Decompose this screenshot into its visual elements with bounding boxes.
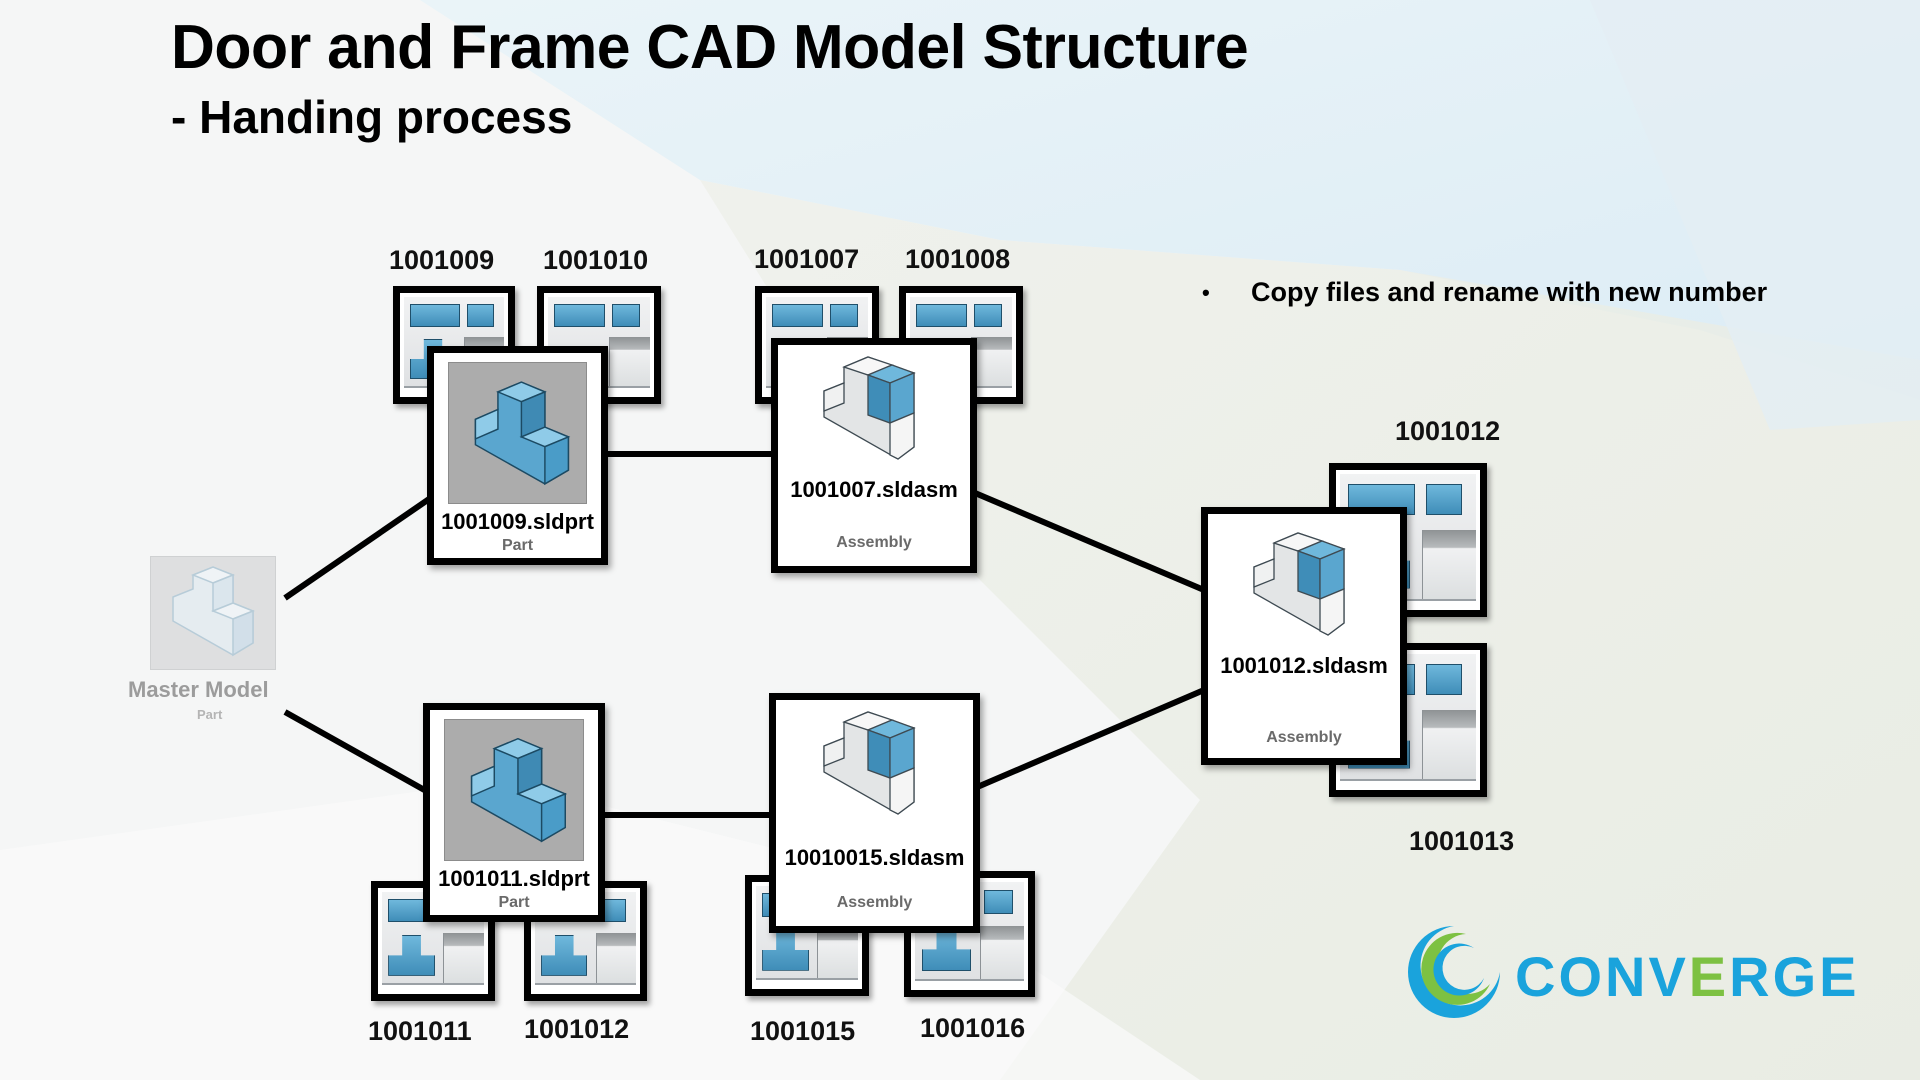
converge-logo-icon [1408,926,1500,1018]
drawing-number: 1001015 [750,1016,856,1046]
part-thumbnail [448,362,587,504]
drawing-number: 1001009 [389,245,495,275]
part-file-name: 1001009.sldprt [441,509,594,534]
part-icon [474,381,571,486]
master-model-type: Part [197,707,223,722]
logo-text-main: CONV [1515,945,1689,1008]
converge-logo-text: CONVERGE [1515,944,1860,1009]
drawing-number: 1001011 [368,1016,472,1046]
bullet-item: • Copy files and rename with new number [1198,277,1767,308]
logo-text-end: RGE [1729,945,1860,1008]
master-model-thumbnail[interactable] [150,556,276,670]
part-card-1001011[interactable]: 1001011.sldprt Part [423,703,605,922]
part-file-name: 1001011.sldprt [438,866,590,891]
connector-master-to-part-1001009 [283,494,434,601]
part-file-type: Part [501,537,534,554]
assembly-file-name: 1001012.sldasm [1220,653,1388,678]
assembly-file-type: Assembly [1266,729,1342,746]
assembly-card-10010015[interactable]: 10010015.sldasm Assembly [769,693,980,933]
assembly-file-type: Assembly [836,894,913,911]
assembly-card-1001012[interactable]: 1001012.sldasm Assembly [1201,507,1407,765]
drawing-number: 1001016 [920,1013,1026,1043]
drawing-number: 1001013 [1409,826,1515,856]
connector-asm-1001007-to-asm-1001012 [973,490,1206,593]
drawing-number: 1001012 [524,1014,630,1044]
assembly-card-1001007[interactable]: 1001007.sldasm Assembly [771,338,977,573]
drawing-number: 1001010 [543,245,649,275]
part-file-type: Part [498,894,530,911]
part-icon [470,737,568,843]
drawing-number: 1001012 [1395,416,1501,446]
assembly-icon [823,711,916,815]
connector-asm-10010015-to-asm-1001012 [973,687,1206,791]
drawing-number: 1001008 [905,244,1011,274]
part-card-1001009[interactable]: 1001009.sldprt Part [427,346,608,565]
assembly-icon [823,356,916,460]
master-model-name: Master Model [128,677,269,702]
logo-text-accent: E [1688,945,1730,1008]
bullet-text: Copy files and rename with new number [1251,277,1768,307]
drawing-number: 1001007 [754,244,860,274]
assembly-file-type: Assembly [836,534,912,551]
bullet-marker: • [1202,280,1210,305]
part-icon-faded [172,566,256,657]
slide-subtitle: - Handing process [171,91,573,143]
part-thumbnail [444,719,584,861]
slide-title: Door and Frame CAD Model Structure [171,13,1249,82]
assembly-icon [1253,532,1346,636]
assembly-file-name: 10010015.sldasm [784,845,965,870]
connector-master-to-part-1001011 [283,709,430,795]
assembly-file-name: 1001007.sldasm [790,477,958,502]
